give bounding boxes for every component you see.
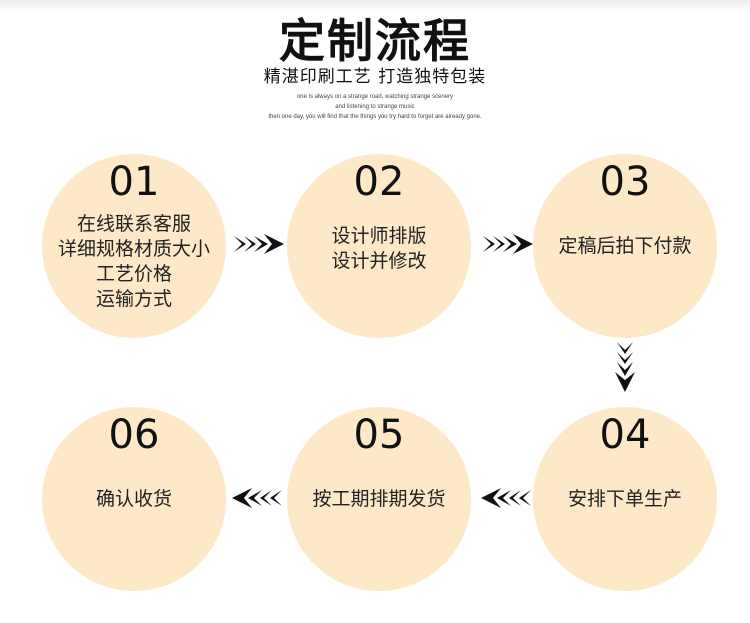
step-line: 确认收货 bbox=[95, 488, 172, 510]
step-circle-03: 03 定稿后拍下付款 bbox=[533, 154, 717, 338]
step-text: 定稿后拍下付款 bbox=[533, 234, 717, 259]
step-line: 安排下单生产 bbox=[567, 488, 682, 510]
step-text: 安排下单生产 bbox=[533, 487, 717, 512]
step-number: 01 bbox=[108, 159, 160, 205]
step-line: 设计师排版 bbox=[331, 225, 427, 247]
step-number: 05 bbox=[353, 412, 405, 458]
arrow-down-icon bbox=[615, 342, 635, 392]
arrow-left-icon bbox=[481, 488, 531, 508]
arrow-right-icon bbox=[234, 234, 284, 254]
step-circle-04: 04 安排下单生产 bbox=[533, 407, 717, 591]
page-title: 定制流程 bbox=[279, 14, 471, 68]
english-line-2: and listening to strange music bbox=[335, 104, 415, 110]
step-text: 在线联系客服 详细规格材质大小 工艺价格 运输方式 bbox=[42, 212, 226, 312]
step-line: 按工期排期发货 bbox=[312, 488, 446, 510]
step-text: 设计师排版 设计并修改 bbox=[287, 224, 471, 274]
arrow-right-icon bbox=[483, 234, 533, 254]
english-line-3: then one day, you will find that the thi… bbox=[268, 114, 482, 120]
top-shade bbox=[0, 0, 750, 14]
step-text: 按工期排期发货 bbox=[287, 487, 471, 512]
step-number: 04 bbox=[599, 412, 651, 458]
step-line: 在线联系客服 bbox=[76, 213, 191, 235]
step-text: 确认收货 bbox=[42, 487, 226, 512]
step-number: 02 bbox=[353, 159, 405, 205]
arrow-left-icon bbox=[232, 488, 282, 508]
page-subtitle: 精湛印刷工艺 打造独特包装 bbox=[263, 67, 487, 87]
step-circle-01: 01 在线联系客服 详细规格材质大小 工艺价格 运输方式 bbox=[42, 154, 226, 338]
step-circle-02: 02 设计师排版 设计并修改 bbox=[287, 154, 471, 338]
step-line: 详细规格材质大小 bbox=[57, 238, 210, 260]
english-line-1: one is always on a strange road, watchin… bbox=[296, 94, 454, 100]
step-line: 定稿后拍下付款 bbox=[558, 235, 692, 257]
step-line: 工艺价格 bbox=[95, 263, 172, 285]
step-line: 运输方式 bbox=[95, 288, 172, 310]
step-circle-06: 06 确认收货 bbox=[42, 407, 226, 591]
step-circle-05: 05 按工期排期发货 bbox=[287, 407, 471, 591]
step-number: 03 bbox=[599, 159, 651, 205]
step-line: 设计并修改 bbox=[331, 250, 427, 272]
step-number: 06 bbox=[108, 412, 160, 458]
